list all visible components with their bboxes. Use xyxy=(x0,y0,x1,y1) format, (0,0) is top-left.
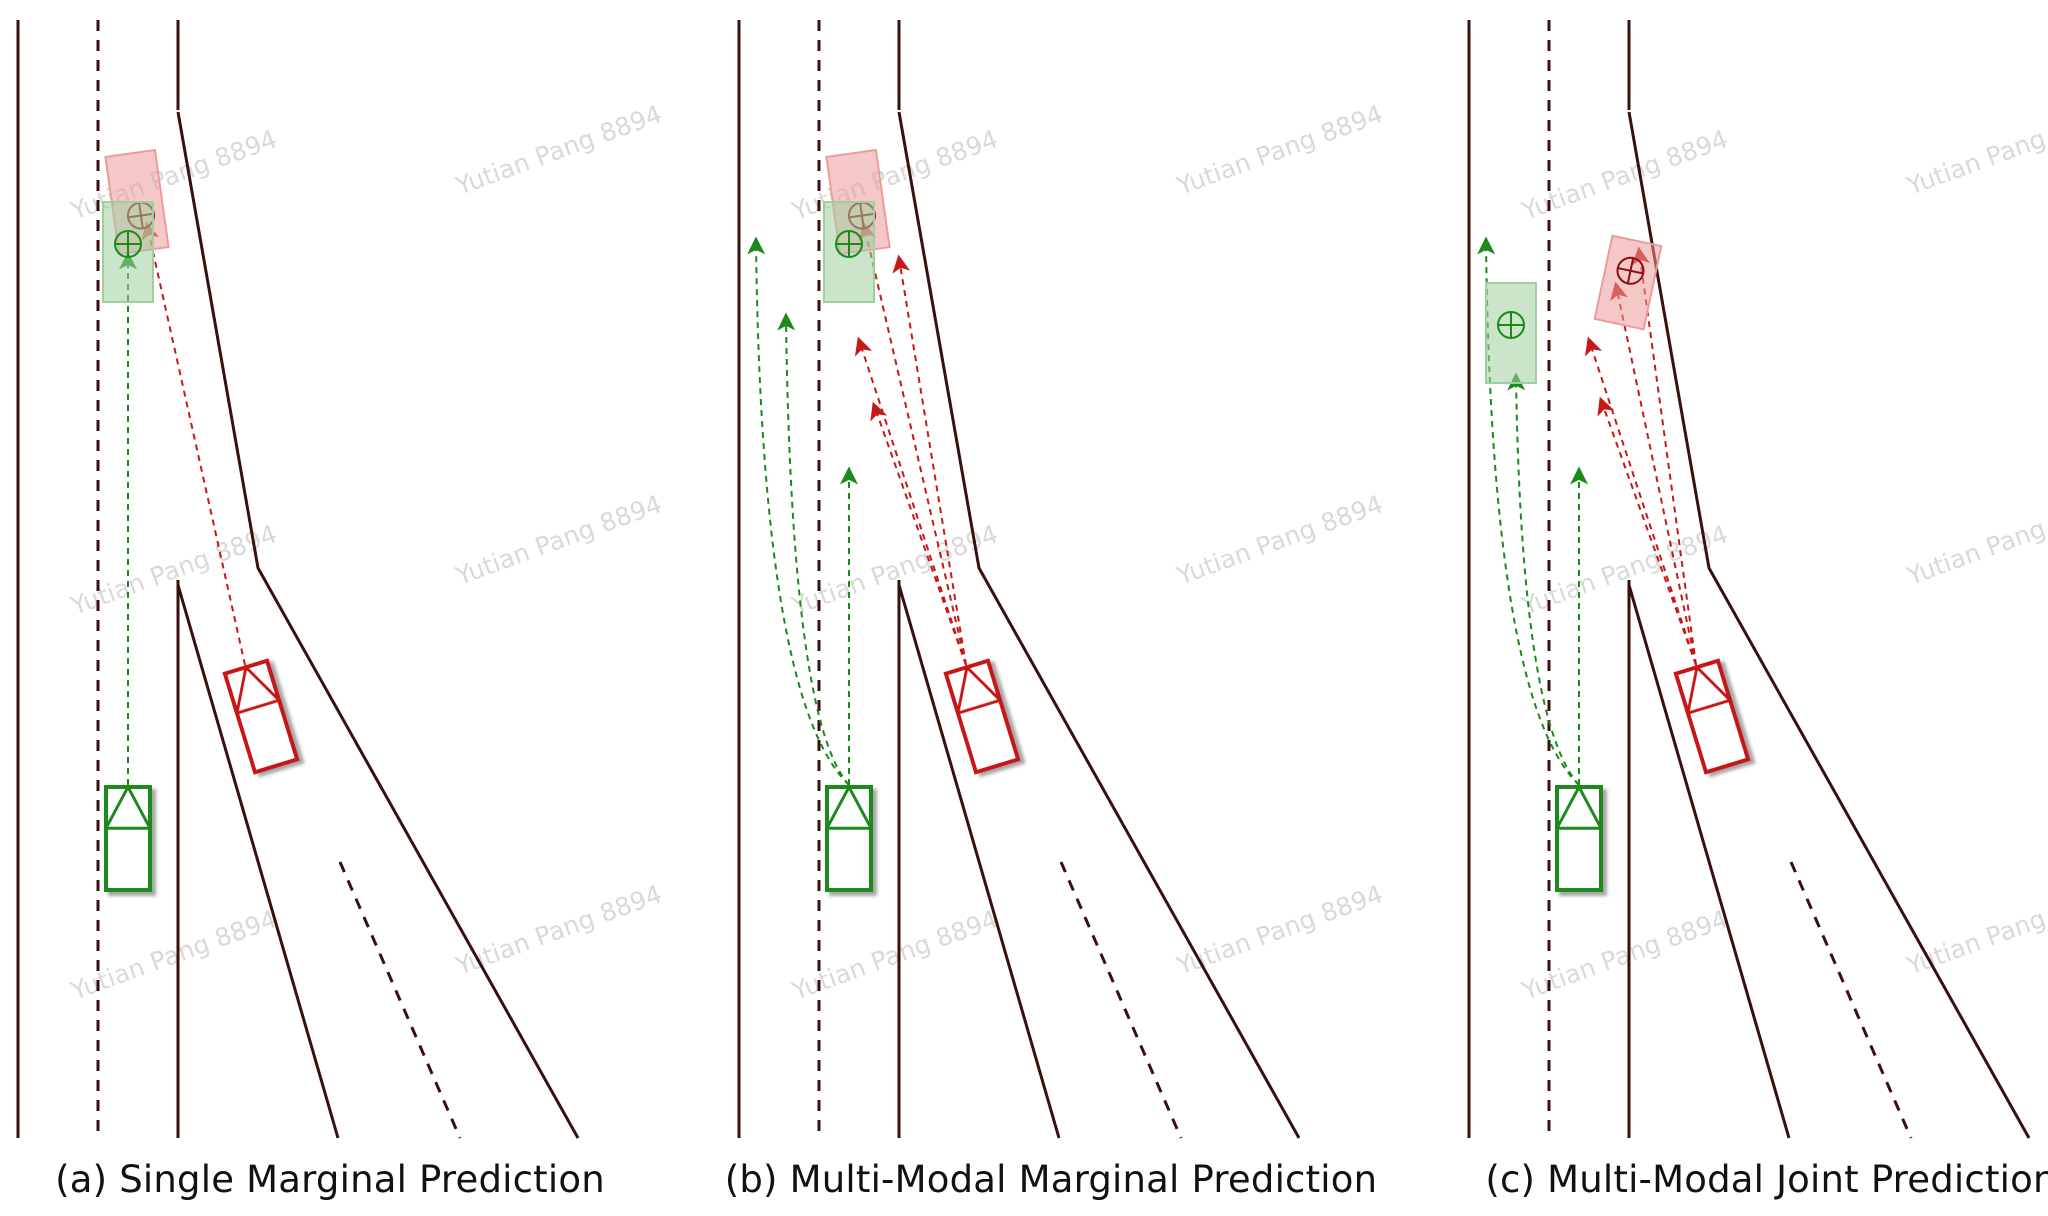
watermark-text: Yutian Pang 8894 xyxy=(451,879,665,981)
ramp-inner-edge xyxy=(897,584,1061,1139)
other-vehicle xyxy=(1673,658,1751,775)
other-trajectory xyxy=(141,221,246,666)
watermark-text: Yutian Pang 8894 xyxy=(1172,489,1386,591)
ramp-outer-edge xyxy=(897,111,1301,1139)
target-marker-icon xyxy=(835,230,863,258)
other-vehicle xyxy=(222,658,300,775)
ego-vehicle xyxy=(1555,783,1603,892)
watermark-text: Yutian Pang 8894 xyxy=(451,99,665,201)
ego-trajectory-mode-2 xyxy=(777,312,850,786)
ramp-outer-edge xyxy=(176,111,580,1139)
target-marker-icon xyxy=(114,230,142,258)
target-marker-icon xyxy=(1497,311,1525,339)
ramp-lane-dashed xyxy=(1789,861,1913,1139)
other-trajectory-mode-2 xyxy=(870,401,967,666)
ramp-inner-edge xyxy=(176,584,340,1139)
ramp-lane-dashed xyxy=(338,861,462,1139)
other-trajectory-mode-3 xyxy=(854,336,967,666)
ego-vehicle xyxy=(104,783,152,892)
other-trajectory-mode-1 xyxy=(892,254,967,666)
caption-a: (a) Single Marginal Prediction xyxy=(55,1158,605,1201)
watermark-text: Yutian Pang 8894 xyxy=(1172,99,1386,201)
ramp-inner-edge xyxy=(1627,584,1791,1139)
other-trajectory-mode-2 xyxy=(1610,281,1697,666)
ramp-lane-dashed xyxy=(1059,861,1183,1139)
ego-goal-region xyxy=(102,201,154,303)
watermark-text: Yutian Pang 8894 xyxy=(1902,489,2048,591)
ramp-outer-edge xyxy=(1627,111,2031,1139)
other-trajectory-mode-3 xyxy=(1584,336,1697,666)
ego-trajectory-mode-1 xyxy=(747,236,850,786)
watermark-text: Yutian Pang 8894 xyxy=(1172,879,1386,981)
ego-vehicle xyxy=(825,783,873,892)
watermark-text: Yutian Pang 8894 xyxy=(1902,879,2048,981)
ego-trajectory-mode-2 xyxy=(1507,372,1580,786)
caption-c: (c) Multi-Modal Joint Prediction xyxy=(1485,1158,2048,1201)
other-trajectory-mode-4 xyxy=(1597,396,1697,666)
other-trajectory-mode-1 xyxy=(1632,246,1697,666)
caption-b: (b) Multi-Modal Marginal Prediction xyxy=(724,1158,1378,1201)
watermark-text: Yutian Pang 8894 xyxy=(451,489,665,591)
other-vehicle xyxy=(943,658,1021,775)
other-trajectory-mode-4 xyxy=(858,221,967,666)
target-marker-icon xyxy=(1616,256,1645,285)
watermark-text: Yutian Pang 8894 xyxy=(1902,99,2048,201)
